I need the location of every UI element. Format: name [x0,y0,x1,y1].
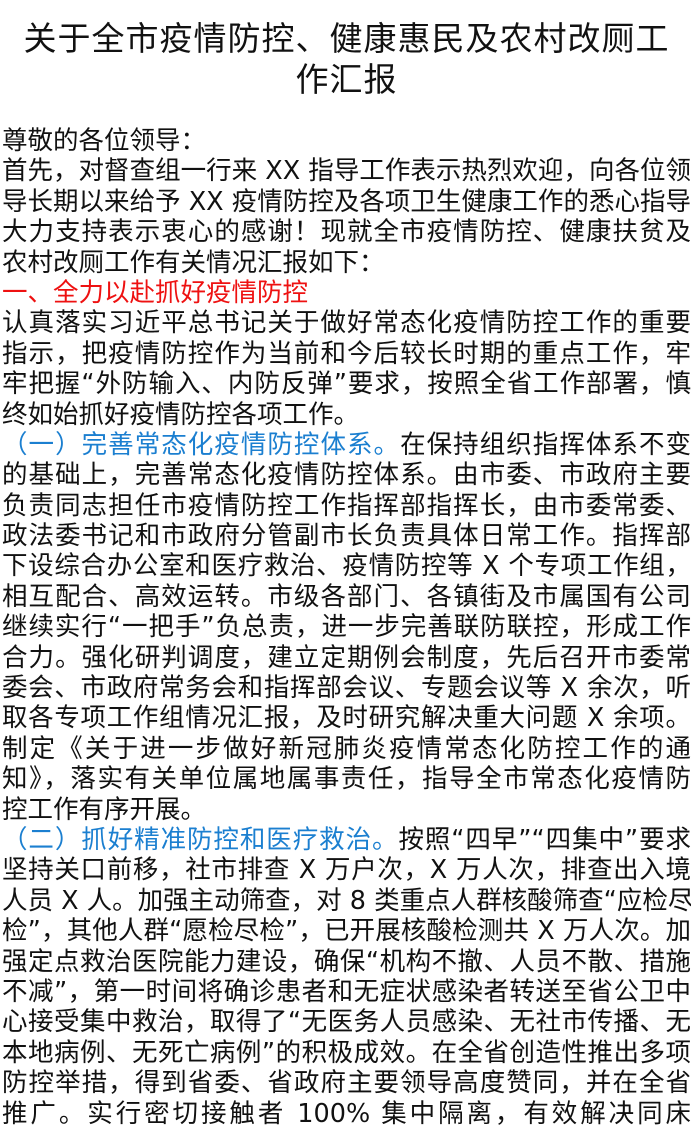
text-line: 取各专项工作组情况汇报，及时研究解决重大问题 X 余项。 [2,703,691,734]
text-line: 控工作有序开展。 [2,794,207,825]
text-line: 导长期以来给予 XX 疫情防控及各项卫生健康工作的悉心指导 [2,186,691,217]
section-1-paragraph: 认真落实习近平总书记关于做好常态化疫情防控工作的重要指示，把疫情防控作为当前和今… [2,308,691,430]
greeting: 尊敬的各位领导： [2,126,207,156]
text-line: 负责同志担任市疫情防控工作指挥部指挥长，由市委常委、 [2,490,691,521]
text-line: 委会、市政府常务会和指挥部会议、专题会议等 X 余次，听 [2,673,691,704]
intro-paragraph: 首先，对督查组一行来 XX 指导工作表示热烈欢迎，向各位领导长期以来给予 XX … [2,156,691,278]
subsection-1-text-start: 在保持组织指挥体系不变 [400,429,691,460]
subsection-1-first-line: （一）完善常态化疫情防控体系。在保持组织指挥体系不变 [2,430,691,460]
text-line: 坚持关口前移，社市排查 X 万户次，X 万人次，排查出入境 [2,855,691,886]
text-line: 合力。强化研判调度，建立定期例会制度，先后召开市委常 [2,642,691,673]
text-line: 推广。实行密切接触者 100% 集中隔离，有效解决同床 [2,1098,691,1129]
text-line: 首先，对督查组一行来 XX 指导工作表示热烈欢迎，向各位领 [2,156,691,187]
text-line: 指示，把疫情防控作为当前和今后较长时期的重点工作，牢 [2,338,691,369]
text-line: 下设综合办公室和医疗救治、疫情防控等 X 个专项工作组， [2,551,691,582]
subsection-2-first-line: （二）抓好精准防控和医疗救治。按照“四早”“四集中”要求 [2,825,691,855]
text-line: 大力支持表示衷心的感谢！现就全市疫情防控、健康扶贫及 [2,217,691,248]
title-line-1: 关于全市疫情防控、健康惠民及农村改厕工 [23,19,670,58]
text-line: 本地病例、无死亡病例”的积极成效。在全省创造性推出多项 [2,1037,691,1068]
text-line: 政法委书记和市政府分管副市长负责具体日常工作。指挥部 [2,521,691,552]
text-line: 的基础上，完善常态化疫情防控体系。由市委、市政府主要 [2,460,691,491]
text-line: 继续实行“一把手”负总责，进一步完善联防联控，形成工作 [2,612,691,643]
subsection-2-text-start: 按照“四早”“四集中”要求 [398,824,691,855]
text-line: 不减”，第一时间将确诊患者和无症状感染者转送至省公卫中 [2,976,691,1007]
text-line: 强定点救治医院能力建设，确保“机构不撤、人员不散、措施 [2,946,691,977]
text-line: 防控举措，得到省委、省政府主要领导高度赞同，并在全省 [2,1068,691,1099]
text-line: 终如始抓好疫情防控各项工作。 [2,399,360,430]
subsection-1-heading: （一）完善常态化疫情防控体系。 [2,429,401,460]
document-body: 尊敬的各位领导： 首先，对督查组一行来 XX 指导工作表示热烈欢迎，向各位领导长… [2,126,691,1129]
text-line: 农村改厕工作有关情况汇报如下： [2,247,385,278]
text-line: 检”，其他人群“愿检尽检”，已开展核酸检测共 X 万人次。加 [2,916,691,947]
subsection-2-paragraph: 坚持关口前移，社市排查 X 万户次，X 万人次，排查出入境人员 X 人。加强主动… [2,855,691,1129]
text-line: 心接受集中救治，取得了“无医务人员感染、无社市传播、无 [2,1007,691,1038]
title-line-2: 作汇报 [295,60,398,99]
text-line: 认真落实习近平总书记关于做好常态化疫情防控工作的重要 [2,308,691,339]
text-line: 相互配合、高效运转。市级各部门、各镇街及市属国有公司 [2,581,691,612]
document-title: 关于全市疫情防控、健康惠民及农村改厕工 作汇报 [0,18,693,100]
text-line: 人员 X 人。加强主动筛查，对 8 类重点人群核酸筛查“应检尽 [2,885,691,916]
text-line: 制定《关于进一步做好新冠肺炎疫情常态化防控工作的通 [2,733,691,764]
subsection-1-paragraph: 的基础上，完善常态化疫情防控体系。由市委、市政府主要负责同志担任市疫情防控工作指… [2,460,691,825]
section-1-heading: 一、全力以赴抓好疫情防控 [2,277,309,308]
text-line: 知》，落实有关单位属地属事责任，指导全市常态化疫情防 [2,764,691,795]
text-line: 牢把握“外防输入、内防反弹”要求，按照全省工作部署，慎 [2,369,691,400]
subsection-2-heading: （二）抓好精准防控和医疗救治。 [2,824,399,855]
